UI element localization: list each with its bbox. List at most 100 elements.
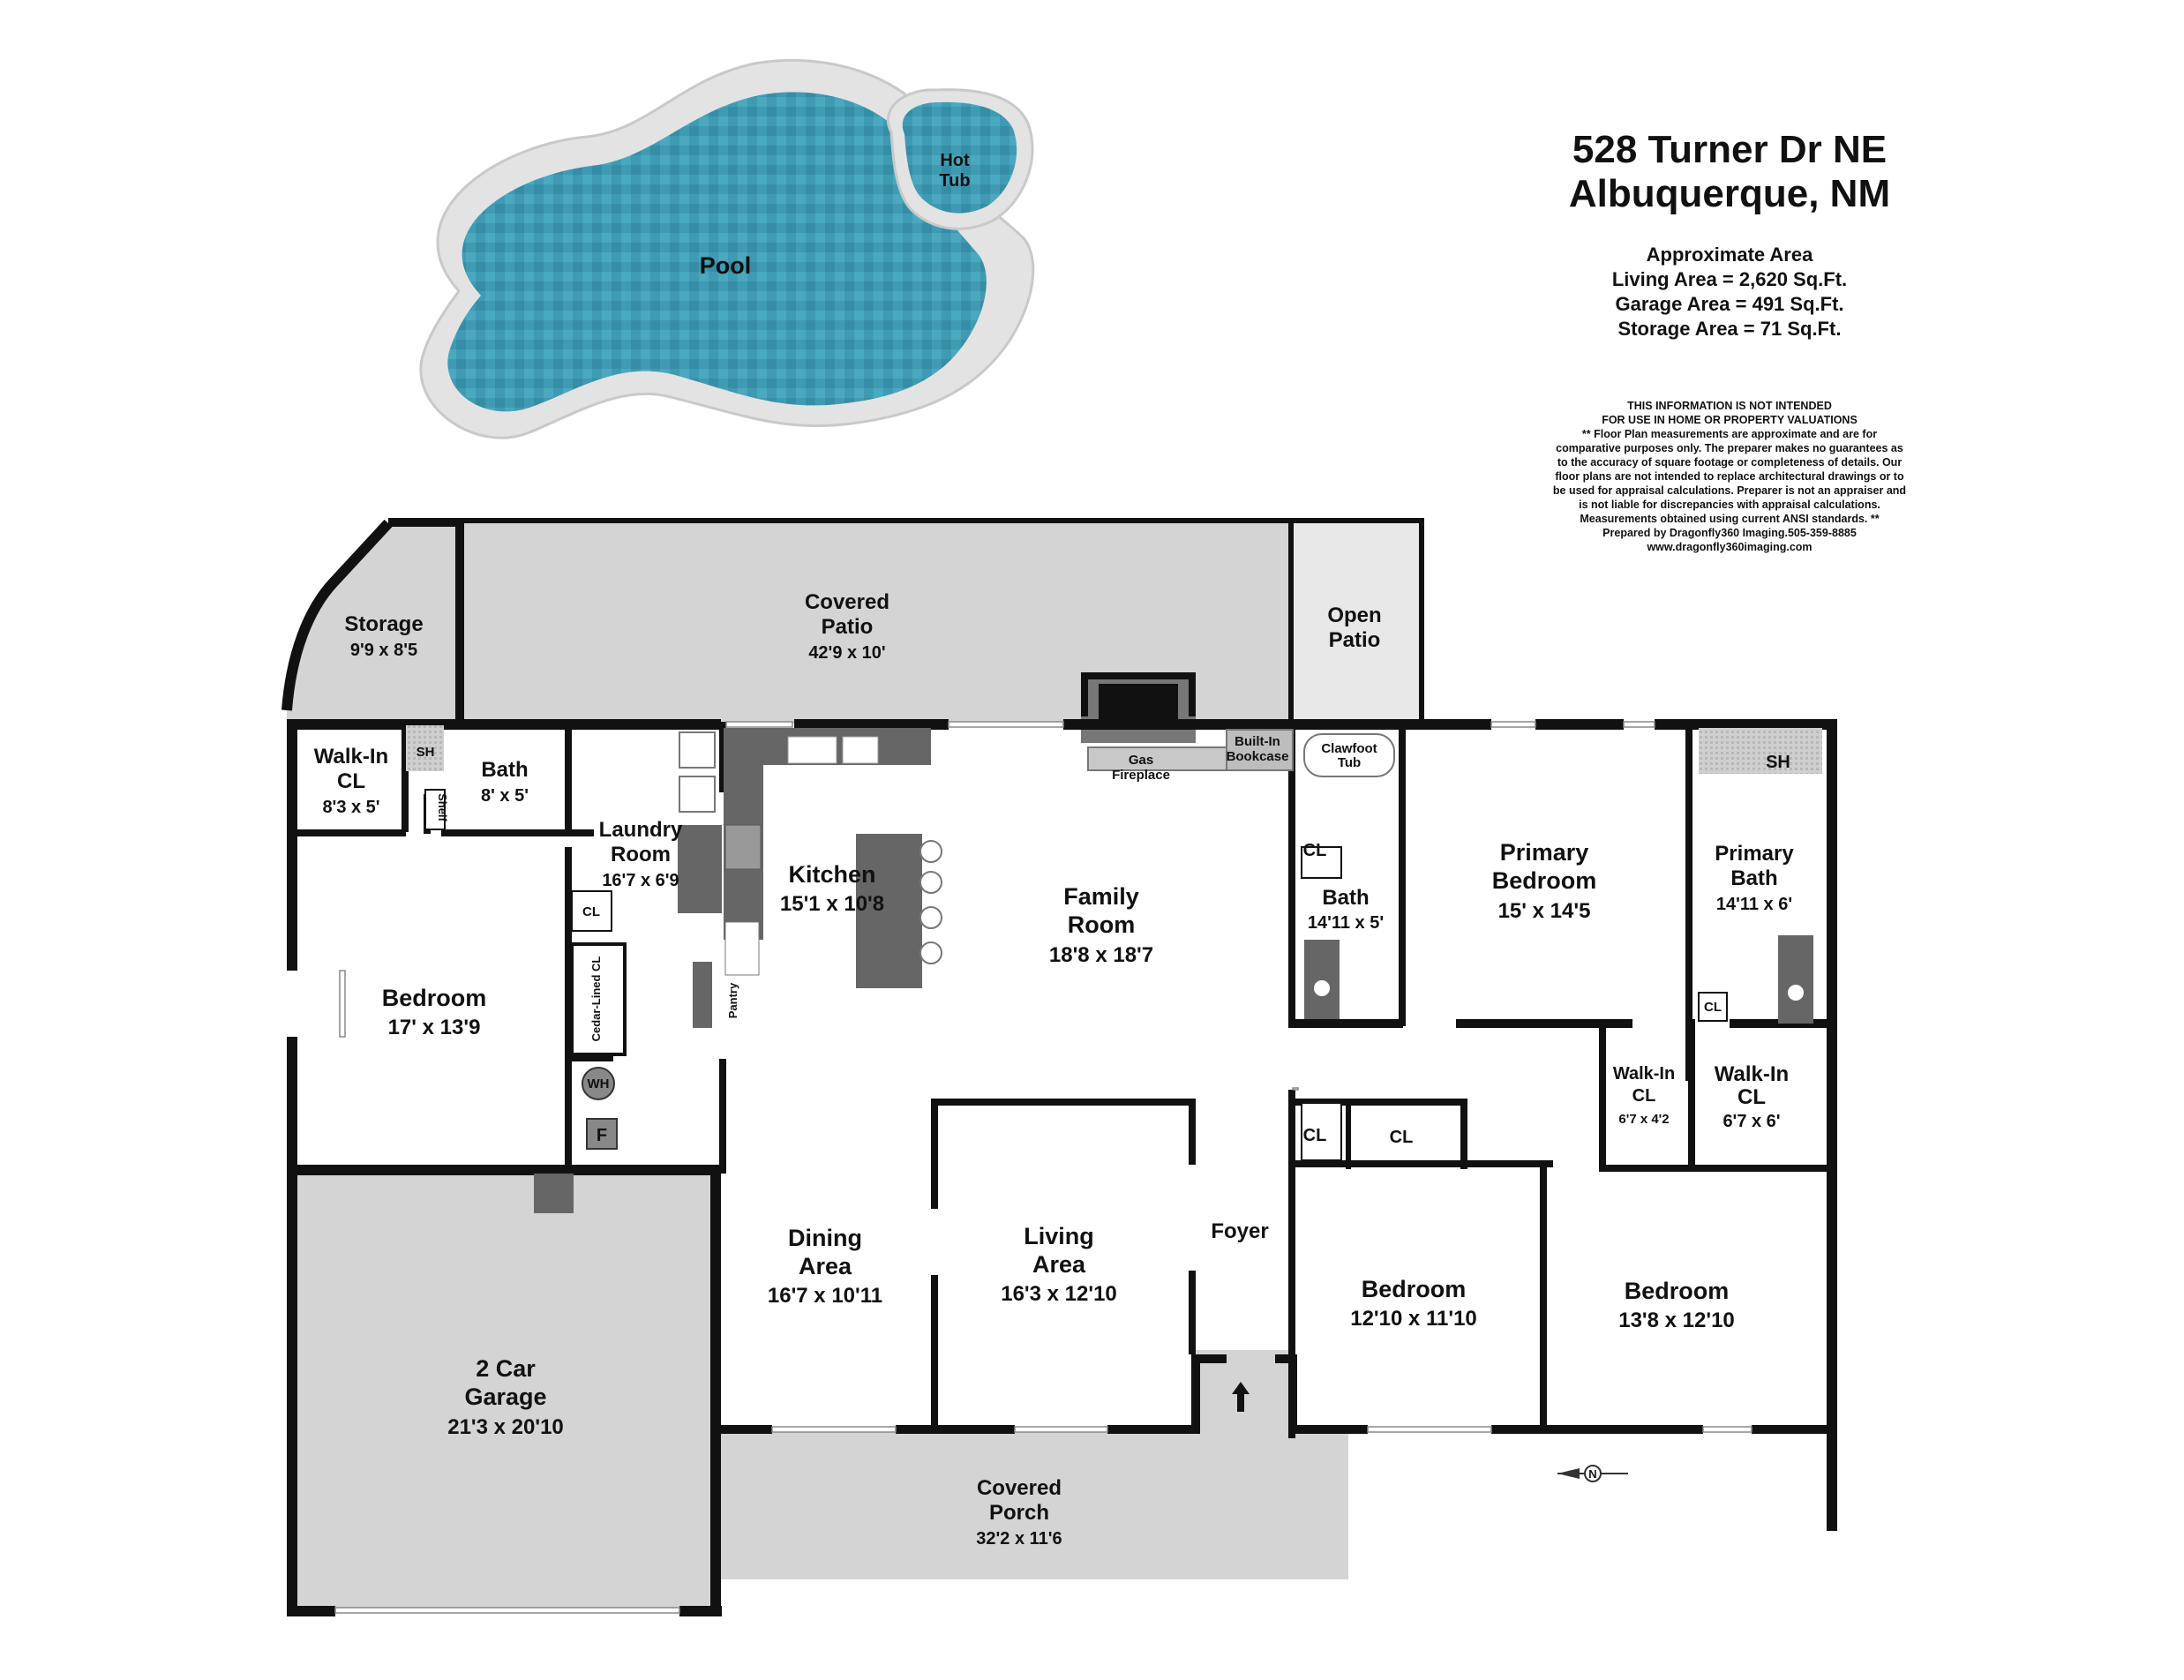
garage-dims: 21'3 x 20'10 — [447, 1415, 564, 1439]
sh-west-label: SH — [417, 745, 435, 760]
disclaimer-line: is not liable for discrepancies with app… — [1579, 499, 1880, 511]
cedar-cl-label: Cedar-Lined CL — [589, 956, 603, 1042]
walls — [281, 518, 1837, 1616]
bath-mid-label: Bath — [1322, 886, 1369, 910]
bookcase-label-1: Built-In — [1235, 734, 1280, 749]
disclaimer-line: be used for appraisal calculations. Prep… — [1552, 484, 1907, 497]
compass: N — [1557, 1465, 1628, 1482]
walk-in-cl-east-label-2: CL — [1737, 1085, 1766, 1109]
family-room-label-1: Family — [1063, 883, 1139, 910]
area-title: Approximate Area — [1646, 244, 1813, 266]
family-room-label-2: Room — [1068, 911, 1136, 938]
walk-in-cl-west-label-1: Walk-In — [314, 745, 388, 769]
open-patio-label-2: Patio — [1329, 628, 1381, 652]
bedroom-west-label: Bedroom — [382, 985, 487, 1011]
bedroom-mid-label: Bedroom — [1362, 1276, 1467, 1302]
bath-west-dims: 8' x 5' — [481, 786, 529, 806]
bedroom-east-dims: 13'8 x 12'10 — [1618, 1309, 1735, 1332]
living-dims: 16'3 x 12'10 — [1001, 1282, 1117, 1306]
primary-bath-dims: 14'11 x 6' — [1716, 895, 1792, 914]
water-heater-label: WH — [588, 1076, 610, 1091]
pool-water — [447, 92, 987, 412]
open-patio-label-1: Open — [1327, 604, 1381, 627]
hot-tub-label-2: Tub — [939, 171, 970, 191]
kitchen-dims: 15'1 x 10'8 — [780, 892, 884, 916]
covered-patio-dims: 42'9 x 10' — [808, 643, 885, 663]
living-area: Living Area = 2,620 Sq.Ft. — [1611, 268, 1848, 290]
cl-primary-bath-label: CL — [1704, 1000, 1722, 1015]
bedroom-west-dims: 17' x 13'9 — [388, 1016, 481, 1039]
bedroom-east-label: Bedroom — [1625, 1278, 1730, 1304]
open-patio-floor — [1292, 523, 1422, 724]
disclaimer-line: floor plans are not intended to replace … — [1555, 470, 1904, 483]
covered-porch-label-1: Covered — [977, 1476, 1062, 1500]
furnace-label: F — [597, 1126, 607, 1145]
fixtures — [406, 725, 1822, 1213]
dining-label-1: Dining — [788, 1225, 862, 1251]
covered-patio-label-2: Patio — [822, 615, 874, 639]
primary-bath-label-1: Primary — [1715, 842, 1794, 866]
disclaimer: THIS INFORMATION IS NOT INTENDED FOR USE… — [1500, 399, 1959, 554]
clawfoot-label-2: Tub — [1338, 755, 1361, 770]
kitchen-label: Kitchen — [788, 861, 875, 888]
covered-porch-label-2: Porch — [989, 1501, 1049, 1525]
walk-in-cl-west-dims: 8'3 x 5' — [322, 798, 379, 817]
storage-area: Storage Area = 71 Sq.Ft. — [1617, 318, 1842, 340]
bookcase-label-2: Bookcase — [1227, 749, 1289, 764]
living-label-1: Living — [1024, 1223, 1094, 1249]
laundry-label-1: Laundry — [599, 818, 683, 842]
pool-area — [419, 59, 1035, 439]
address-line-1: 528 Turner Dr NE — [1572, 128, 1888, 171]
windows — [334, 721, 1752, 1614]
storage-label: Storage — [344, 612, 423, 636]
disclaimer-line: www.dragonfly360imaging.com — [1647, 541, 1812, 553]
clawfoot-label-1: Clawfoot — [1321, 741, 1377, 756]
walk-in-cl-east-label-1: Walk-In — [1715, 1062, 1789, 1086]
garage-floor — [287, 1174, 715, 1610]
bath-west-label: Bath — [481, 758, 528, 782]
cl-foyer-1-label: CL — [1303, 1126, 1327, 1145]
area-summary: Approximate Area Living Area = 2,620 Sq.… — [1500, 243, 1959, 341]
entry-arrow-icon — [1232, 1382, 1250, 1412]
disclaimer-line: Prepared by Dragonfly360 Imaging.505-359… — [1602, 527, 1857, 539]
pool-label: Pool — [700, 252, 752, 279]
disclaimer-line: Measurements obtained using current ANSI… — [1580, 513, 1880, 525]
dining-dims: 16'7 x 10'11 — [768, 1284, 882, 1308]
disclaimer-line: ** Floor Plan measurements are approxima… — [1581, 428, 1878, 440]
laundry-dims: 16'7 x 6'9 — [602, 871, 679, 890]
family-room-dims: 18'8 x 18'7 — [1049, 943, 1153, 967]
walk-in-cl-small-label-1: Walk-In — [1613, 1064, 1675, 1084]
primary-bedroom-label-1: Primary — [1500, 839, 1589, 866]
primary-bath-label-2: Bath — [1730, 866, 1777, 890]
walk-in-cl-east-dims: 6'7 x 6' — [1722, 1112, 1780, 1131]
compass-north-label: N — [1588, 1467, 1596, 1481]
walk-in-cl-small-dims: 6'7 x 4'2 — [1618, 1112, 1669, 1127]
gas-fireplace-label-2: Fireplace — [1112, 768, 1170, 783]
storage-dims: 9'9 x 8'5 — [350, 641, 417, 660]
storage-curved-wall — [281, 519, 393, 711]
hot-tub-water — [902, 101, 1017, 214]
primary-bedroom-dims: 15' x 14'5 — [1498, 899, 1591, 923]
covered-patio-label-1: Covered — [805, 590, 889, 614]
garage-label-2: Garage — [464, 1384, 546, 1410]
disclaimer-line: FOR USE IN HOME OR PROPERTY VALUATIONS — [1602, 414, 1858, 426]
cl-bath-label: CL — [1303, 841, 1327, 860]
laundry-label-2: Room — [611, 843, 671, 866]
disclaimer-line: THIS INFORMATION IS NOT INTENDED — [1627, 400, 1832, 412]
dining-label-2: Area — [799, 1253, 852, 1279]
pantry-label: Pantry — [726, 982, 739, 1018]
disclaimer-line: comparative purposes only. The preparer … — [1556, 442, 1903, 454]
gas-fireplace-label-1: Gas — [1129, 753, 1153, 768]
living-label-2: Area — [1032, 1251, 1086, 1278]
foyer-label: Foyer — [1211, 1219, 1268, 1243]
walk-in-cl-small-label-2: CL — [1632, 1086, 1656, 1106]
disclaimer-line: to the accuracy of square footage or com… — [1557, 456, 1903, 469]
garage-area: Garage Area = 491 Sq.Ft. — [1615, 293, 1844, 315]
sh-primary-label: SH — [1766, 753, 1790, 772]
address-line-2: Albuquerque, NM — [1568, 172, 1891, 215]
covered-porch-floor — [715, 1429, 1348, 1579]
bedroom-mid-dims: 12'10 x 11'10 — [1350, 1307, 1477, 1331]
shelf-label: Shelf — [436, 793, 449, 821]
property-header: 528 Turner Dr NE Albuquerque, NM Approxi… — [1500, 128, 1959, 341]
